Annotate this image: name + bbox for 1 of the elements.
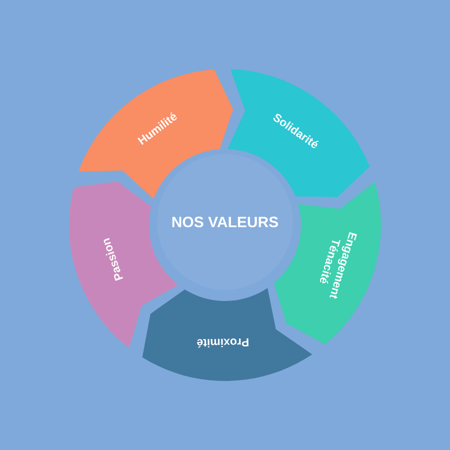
arrow-segment: Proximité — [142, 288, 312, 381]
